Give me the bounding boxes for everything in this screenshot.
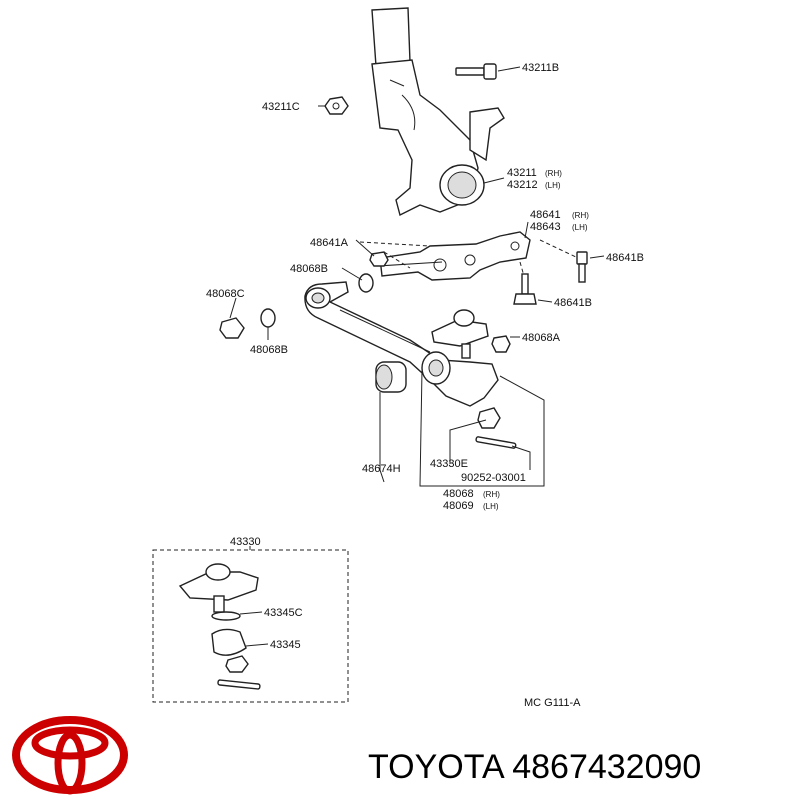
nut-43330E-drawing bbox=[477, 407, 501, 429]
label-43345C: 43345C bbox=[264, 607, 303, 619]
label-48641-rh: (RH) bbox=[572, 211, 589, 220]
nut-48068A-drawing bbox=[491, 335, 511, 353]
nut-43211C-drawing bbox=[324, 96, 349, 115]
label-48068: 48068 bbox=[443, 488, 474, 500]
leader-lines bbox=[229, 66, 605, 487]
label-48641: 48641 bbox=[530, 209, 561, 221]
ball-joint-kit-box bbox=[152, 546, 349, 703]
label-43211: 43211 bbox=[507, 167, 537, 179]
label-48674H: 48674H bbox=[362, 463, 401, 475]
label-48068A: 48068A bbox=[522, 332, 561, 344]
label-43211-rh: (RH) bbox=[545, 169, 562, 178]
steering-knuckle-drawing bbox=[371, 7, 505, 217]
label-48068C: 48068C bbox=[206, 288, 245, 300]
washer-48068B-drawing bbox=[358, 273, 374, 293]
label-48641B-top: 48641B bbox=[606, 252, 644, 264]
diagram-code: MC G111-A bbox=[524, 697, 581, 709]
label-43212-lh: (LH) bbox=[545, 181, 561, 190]
label-48641B-mid: 48641B bbox=[554, 297, 592, 309]
label-43330: 43330 bbox=[230, 536, 261, 548]
label-48068B-top: 48068B bbox=[290, 263, 328, 275]
washer-48068B-lower-drawing bbox=[260, 308, 276, 328]
label-43212: 43212 bbox=[507, 179, 538, 191]
label-43330E: 43330E bbox=[430, 458, 468, 470]
label-48068-rh: (RH) bbox=[483, 490, 500, 499]
label-48068B-bottom: 48068B bbox=[250, 344, 288, 356]
label-90252-03001: 90252-03001 bbox=[461, 472, 526, 484]
bolt-48641B-drawing bbox=[576, 251, 588, 283]
toyota-logo bbox=[12, 716, 128, 795]
cotter-pin-drawing bbox=[475, 436, 517, 449]
label-43211B: 43211B bbox=[522, 62, 559, 74]
nut-48641A-drawing bbox=[369, 251, 389, 267]
label-48643: 48643 bbox=[530, 221, 561, 233]
part-labels: 43211B 43211C 43211 (RH) 43212 (LH) 4864… bbox=[206, 62, 644, 709]
bolt-43211B-drawing bbox=[455, 63, 497, 80]
nut-48068C-drawing bbox=[219, 317, 245, 339]
label-48069-lh: (LH) bbox=[483, 502, 499, 511]
label-43345: 43345 bbox=[270, 639, 301, 651]
label-48069: 48069 bbox=[443, 500, 474, 512]
label-48643-lh: (LH) bbox=[572, 223, 588, 232]
brand-part-number: TOYOTA 4867432090 bbox=[368, 748, 701, 786]
label-43211C: 43211C bbox=[262, 101, 300, 113]
stabilizer-bracket-drawing bbox=[359, 231, 579, 281]
label-48641A: 48641A bbox=[310, 237, 349, 249]
ball-joint-assembly-drawing bbox=[431, 309, 489, 359]
bushing-48674H-drawing bbox=[375, 361, 407, 393]
stud-48641B-drawing bbox=[513, 273, 537, 305]
lower-control-arm-drawing bbox=[304, 281, 499, 407]
